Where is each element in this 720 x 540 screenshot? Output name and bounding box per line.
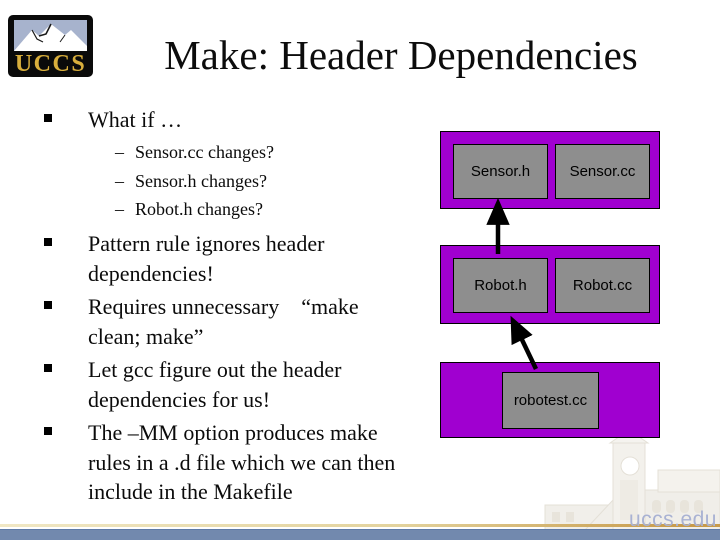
square-bullet-icon — [44, 364, 52, 372]
footer-gold-rule — [0, 524, 720, 527]
square-bullet-icon — [44, 114, 52, 122]
square-bullet-icon — [44, 301, 52, 309]
dash-bullet-icon: – — [115, 171, 124, 191]
file-box-robotest-cc: robotest.cc — [502, 372, 599, 429]
bullet-text: The –MM option produces make rules in a … — [88, 420, 396, 504]
footer-bar — [0, 529, 720, 540]
file-box-sensor-h: Sensor.h — [453, 144, 548, 199]
sub-bullet-text: Robot.h changes? — [135, 199, 263, 219]
robotest-module-group: robotest.cc — [440, 362, 660, 438]
footer-url: uccs.edu — [628, 508, 717, 531]
file-box-robot-cc: Robot.cc — [555, 258, 650, 313]
file-box-robot-h: Robot.h — [453, 258, 548, 313]
slide-title: Make: Header Dependencies — [164, 32, 638, 78]
uccs-logo: UCCS — [8, 15, 93, 77]
bullet-text: What if … — [88, 107, 183, 132]
sub-bullet-text: Sensor.cc changes? — [135, 142, 274, 162]
sensor-module-group: Sensor.h Sensor.cc — [440, 131, 660, 209]
dash-bullet-icon: – — [115, 199, 124, 219]
square-bullet-icon — [44, 427, 52, 435]
robot-module-group: Robot.h Robot.cc — [440, 245, 660, 324]
bullet-text: Requires unnecessary “make clean; make” — [88, 294, 359, 349]
bullet-list: What if … – Sensor.cc changes? – Sensor.… — [43, 0, 445, 540]
file-box-sensor-cc: Sensor.cc — [555, 144, 650, 199]
bullet-text: Let gcc figure out the header dependenci… — [88, 357, 342, 412]
bullet-text: Pattern rule ignores header dependencies… — [88, 231, 325, 286]
mountain-icon — [14, 20, 87, 51]
square-bullet-icon — [44, 238, 52, 246]
sub-bullet-text: Sensor.h changes? — [135, 171, 267, 191]
dash-bullet-icon: – — [115, 142, 124, 162]
logo-acronym: UCCS — [15, 51, 86, 77]
